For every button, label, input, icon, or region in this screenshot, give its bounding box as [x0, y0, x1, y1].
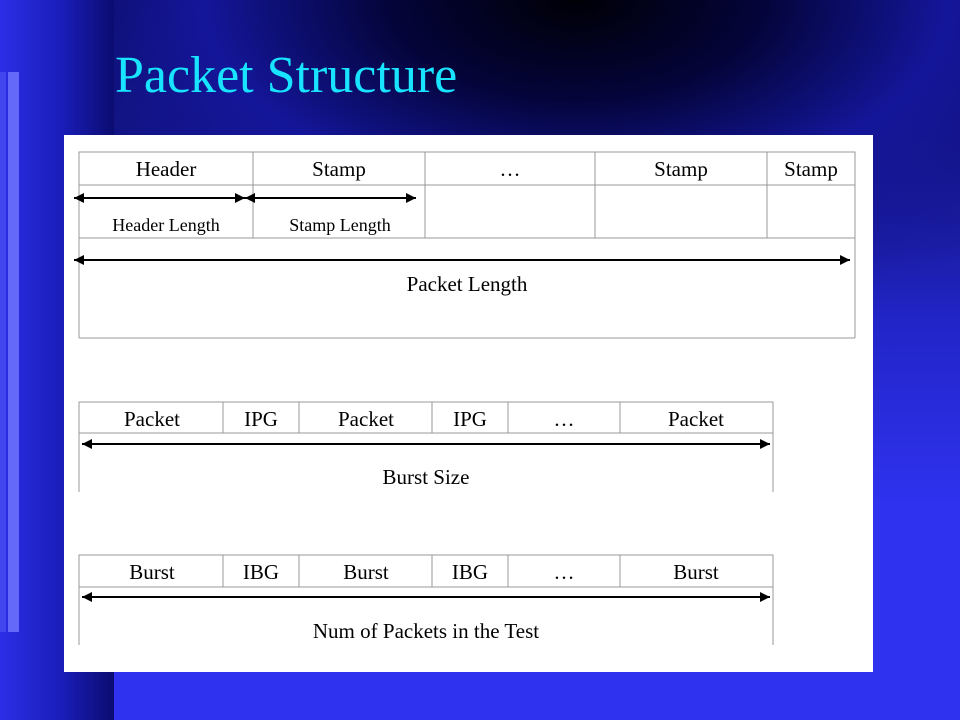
burst-field-packet: Packet — [338, 407, 394, 431]
test-field-ellipsis: … — [554, 560, 575, 584]
decorative-squares-edge — [0, 72, 8, 632]
test-field-ibg: IBG — [452, 560, 488, 584]
stamp-length-label: Stamp Length — [289, 215, 391, 235]
packet-field-stamp: Stamp — [784, 157, 838, 181]
burst-field-ellipsis: … — [554, 407, 575, 431]
test-packets-label: Num of Packets in the Test — [313, 619, 539, 643]
burst-field-packet: Packet — [668, 407, 724, 431]
packet-field-header: Header — [136, 157, 197, 181]
test-field-burst: Burst — [343, 560, 389, 584]
packet-structure-diagram: Header Stamp … Stamp Stamp Header Length… — [74, 151, 856, 645]
header-length-label: Header Length — [112, 215, 219, 235]
packet-fields-row — [78, 151, 856, 186]
test-field-burst: Burst — [673, 560, 719, 584]
decorative-squares — [8, 72, 22, 632]
burst-field-ipg: IPG — [453, 407, 487, 431]
diagram-panel: Header Stamp … Stamp Stamp Header Length… — [64, 135, 873, 672]
test-field-burst: Burst — [129, 560, 175, 584]
test-fields-row — [78, 554, 774, 588]
slide-title: Packet Structure — [115, 47, 458, 104]
burst-field-ipg: IPG — [244, 407, 278, 431]
test-structure-section — [78, 554, 774, 645]
burst-fields-row — [78, 401, 774, 434]
burst-field-packet: Packet — [124, 407, 180, 431]
burst-structure-section — [78, 401, 774, 492]
packet-field-stamp: Stamp — [654, 157, 708, 181]
packet-field-stamp: Stamp — [312, 157, 366, 181]
packet-field-ellipsis: … — [500, 157, 521, 181]
test-field-ibg: IBG — [243, 560, 279, 584]
packet-length-label: Packet Length — [407, 272, 528, 296]
burst-size-label: Burst Size — [383, 465, 470, 489]
